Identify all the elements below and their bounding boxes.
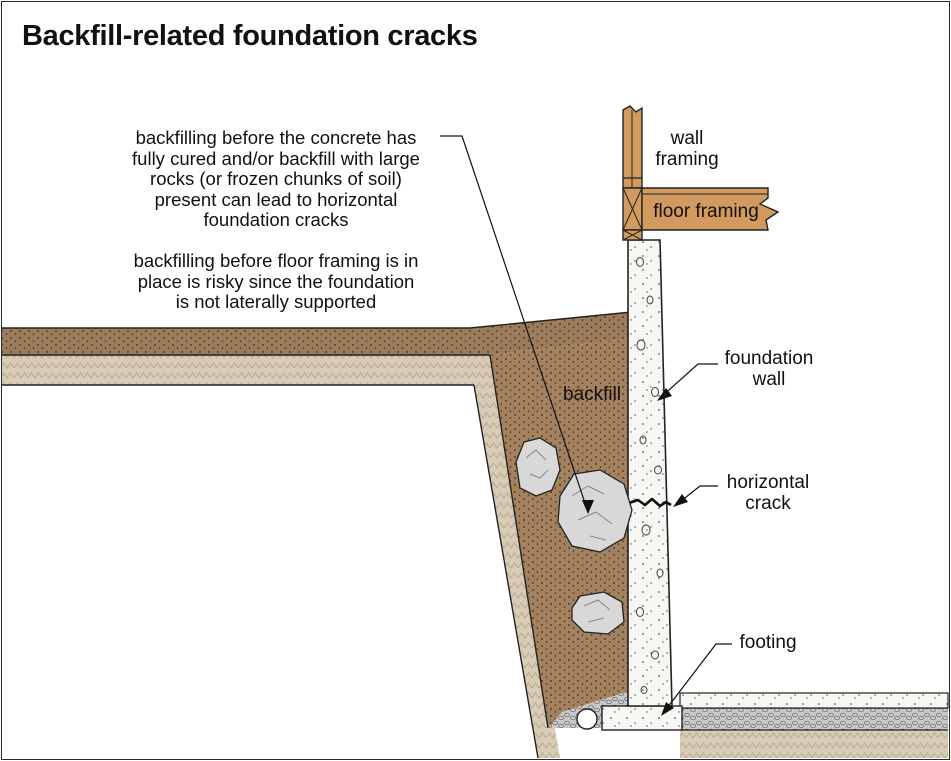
leader-foundation-wall bbox=[659, 363, 718, 399]
label-line: wall bbox=[752, 369, 786, 390]
note-concrete-cure: backfilling before the concrete has full… bbox=[108, 127, 444, 231]
note-line: foundation cracks bbox=[203, 209, 349, 230]
label-backfill: backfill bbox=[562, 384, 622, 405]
leader-cure-note bbox=[440, 135, 589, 513]
note-floor-framing: backfilling before floor framing is in p… bbox=[108, 250, 444, 313]
undisturbed-soil bbox=[2, 356, 538, 758]
label-line: foundation bbox=[724, 348, 814, 369]
rock-small-lower bbox=[571, 591, 625, 635]
undisturbed-soil-band bbox=[2, 355, 560, 758]
label-line: framing bbox=[655, 149, 719, 170]
note-line: is not laterally supported bbox=[175, 291, 377, 312]
leader-footing bbox=[663, 643, 732, 713]
drain-pipe bbox=[576, 708, 598, 730]
diagram-title: Backfill-related foundation cracks bbox=[22, 20, 478, 52]
label-horizontal-crack: horizontal crack bbox=[720, 472, 816, 514]
rock-large bbox=[557, 469, 633, 553]
note-line: backfilling before floor framing is in bbox=[133, 250, 419, 271]
label-line: wall bbox=[670, 128, 704, 149]
note-line: present can lead to horizontal bbox=[154, 188, 398, 210]
floor-framing bbox=[641, 187, 780, 231]
label-footing: footing bbox=[739, 632, 797, 653]
crack-line bbox=[628, 497, 672, 508]
label-line: crack bbox=[745, 493, 791, 514]
note-line: rocks (or frozen chunks of soil) bbox=[150, 168, 402, 189]
label-floor-framing: floor framing bbox=[653, 201, 759, 222]
note-line: backfilling before the concrete has bbox=[135, 127, 417, 148]
note-line: fully cured and/or backfill with large bbox=[132, 147, 420, 169]
label-foundation-wall: foundation wall bbox=[716, 348, 822, 390]
note-line: place is risky since the foundation bbox=[137, 270, 415, 292]
label-wall-framing: wall framing bbox=[648, 128, 726, 170]
label-line: horizontal bbox=[726, 472, 810, 493]
rock-small-upper bbox=[515, 437, 561, 497]
